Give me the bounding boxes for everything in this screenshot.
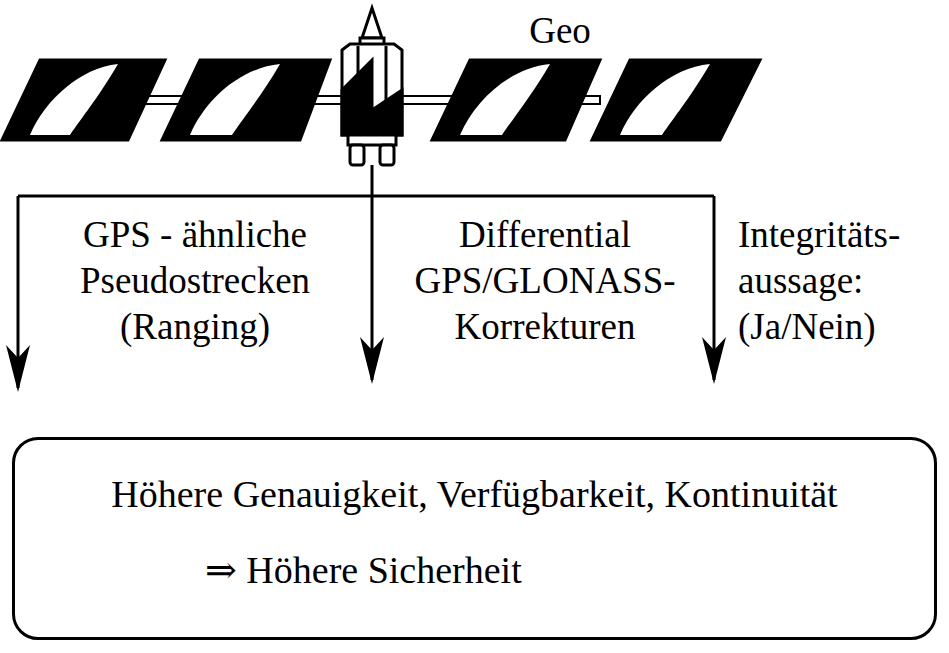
signal-label: Integritäts- aussage: (Ja/Nein) [738,212,938,350]
signal-label: GPS - ähnliche Pseudostrecken (Ranging) [40,212,350,350]
result-text: ⇒ Höhere Sicherheit [205,546,522,594]
satellite-label: Geo [500,8,620,54]
result-text: Höhere Genauigkeit, Verfügbarkeit, Konti… [111,470,837,518]
signal-label: Differential GPS/GLONASS-Korrekturen [390,212,700,350]
result-box: Höhere Genauigkeit, Verfügbarkeit, Konti… [12,437,937,640]
